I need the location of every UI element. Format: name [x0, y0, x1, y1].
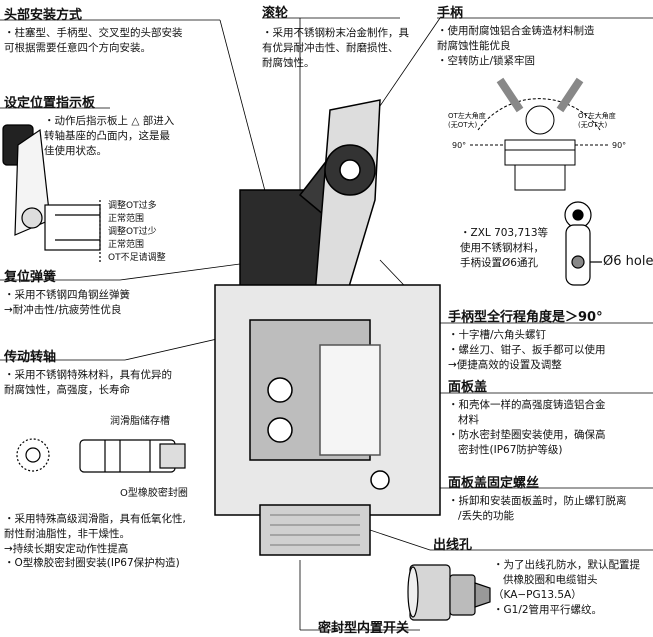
lever-desc: ・使用耐腐蚀铝合金铸造材料制造 耐腐蚀性能优良 ・空转防止/锁紧牢固: [437, 24, 652, 69]
shaft-line: 耐腐蚀性，高强度，长寿命: [4, 384, 130, 396]
switch-label: 密封型内置开关: [318, 621, 410, 636]
zxl-line: ・ZXL 703,713等: [460, 227, 548, 239]
shaft-line-2: →持续长期安定动作性提高: [4, 543, 129, 555]
indicator-legend-3: 调整OT过少: [108, 227, 157, 237]
roller-line: ・采用不锈钢粉末冶金制作，具: [262, 27, 409, 39]
head-mount-line: 可根据需要任意四个方向安装。: [4, 42, 151, 54]
cable-gland: [407, 564, 491, 621]
cable-line: （KA−PG13.5A）: [493, 589, 582, 601]
lever-title: 手柄: [437, 6, 464, 21]
hole-label: Ø6 hole: [603, 254, 653, 269]
angle-right-label: 90°: [612, 141, 627, 150]
cover-desc: ・和壳体一样的高强度铸造铝合金 材料 ・防水密封垫圈安装使用，确保高 密封性(I…: [448, 398, 648, 458]
indicator-desc: ・动作后指示板上 △ 部进入 转轴基座的凸面内，这是最 佳使用状态。: [44, 114, 214, 159]
roller-desc: ・采用不锈钢粉末冶金制作，具 有优异耐冲击性、耐磨损性、 耐腐蚀性。: [262, 26, 427, 71]
shaft-desc: ・采用不锈钢特殊材料，具有优异的 耐腐蚀性，高强度，长寿命: [4, 368, 204, 398]
zxl-desc: ・ZXL 703,713等 使用不锈钢材料， 手柄设置Ø6通孔: [460, 226, 570, 271]
switch-body: [214, 99, 441, 556]
cable-desc: ・为了出线孔防水，默认配置提 供橡胶圈和电缆钳头 （KA−PG13.5A） ・G…: [493, 558, 651, 618]
lever-stroke-line: ・螺丝刀、钳子、扳手都可以使用: [448, 344, 606, 356]
cable-line: ・G1/2管用平行螺纹。: [493, 604, 603, 616]
return-spring-line: →耐冲击性/抗疲劳性优良: [4, 304, 122, 316]
cover-screw-title: 面板盖固定螺丝: [448, 476, 540, 491]
zxl-line: 使用不锈钢材料，: [460, 242, 544, 254]
indicator-line: 转轴基座的凸面内，这是最: [44, 130, 170, 142]
lever-line: ・空转防止/锁紧牢固: [437, 55, 536, 67]
cover-line: ・和壳体一样的高强度铸造铝合金: [448, 399, 606, 411]
shaft-line-3: ・O型橡胶密封圈安装(IP67保护构造): [4, 557, 180, 569]
groove-label: 润滑脂储存槽: [110, 416, 170, 427]
lever-stroke-line: →便捷高效的设置及调整: [448, 359, 562, 371]
return-spring-title: 复位弹簧: [4, 270, 57, 285]
cable-line: ・为了出线孔防水，默认配置提: [493, 559, 640, 571]
roller-title: 滚轮: [262, 6, 289, 21]
cable-line: 供橡胶圈和电缆钳头: [503, 574, 598, 586]
roller-line: 有优异耐冲击性、耐磨损性、: [262, 42, 399, 54]
cover-line: ・防水密封垫圈安装使用，确保高: [448, 429, 606, 441]
zxl-lever-sketch: [564, 201, 602, 286]
indicator-line: ・动作后指示板上 △ 部进入: [44, 115, 175, 127]
return-spring-desc: ・采用不锈钢四角钢丝弹簧 →耐冲击性/抗疲劳性优良: [4, 288, 204, 318]
shaft-line: ・采用不锈钢特殊材料，具有优异的: [4, 369, 172, 381]
lever-angle-sketch: [470, 77, 610, 191]
indicator-legend-5: OT不足请调整: [108, 253, 166, 263]
lever-line: 耐腐蚀性能优良: [437, 40, 511, 52]
lever-stroke-desc: ・十字槽/六角头螺钉 ・螺丝刀、钳子、扳手都可以使用 →便捷高效的设置及调整: [448, 328, 648, 373]
cover-screw-line: /丢失的功能: [458, 510, 515, 522]
cable-title: 出线孔: [433, 538, 473, 553]
shaft-desc-3: ・O型橡胶密封圈安装(IP67保护构造): [4, 556, 219, 571]
shaft-line-2: 耐性耐油脂性，非干燥性。: [4, 528, 130, 540]
oring-label: O型橡胶密封圈: [120, 488, 188, 499]
cover-screw-line: ・拆卸和安装面板盖时，防止螺钉脱离: [448, 495, 627, 507]
lever-stroke-title: 手柄型全行程角度是＞90°: [448, 310, 603, 325]
indicator-legend-4: 正常范围: [108, 240, 145, 250]
shaft-line-2: ・采用特殊高级润滑脂，具有低氧化性,: [4, 513, 186, 525]
ot-left-label: OT左大角度 (无OT大): [448, 112, 486, 129]
angle-left-label: 90°: [452, 141, 467, 150]
indicator-line: 佳使用状态。: [44, 145, 107, 157]
cover-line: 材料: [458, 414, 479, 426]
shaft-sketch: [16, 438, 186, 473]
head-mount-desc: ・柱塞型、手柄型、交叉型的头部安装 可根据需要任意四个方向安装。: [4, 26, 224, 56]
cover-screw-desc: ・拆卸和安装面板盖时，防止螺钉脱离 /丢失的功能: [448, 494, 648, 524]
head-mount-line: ・柱塞型、手柄型、交叉型的头部安装: [4, 27, 183, 39]
indicator-title: 设定位置指示板: [4, 96, 96, 111]
indicator-legend-2: 正常范围: [108, 214, 145, 224]
shaft-desc-2: ・采用特殊高级润滑脂，具有低氧化性, 耐性耐油脂性，非干燥性。 →持续长期安定动…: [4, 512, 219, 557]
indicator-legend-1: 调整OT过多: [108, 201, 157, 211]
cover-title: 面板盖: [448, 380, 488, 395]
cover-line: 密封性(IP67防护等级): [458, 444, 563, 456]
roller-line: 耐腐蚀性。: [262, 57, 315, 69]
shaft-title: 传动转轴: [4, 350, 57, 365]
ot-right-label: OT左大角度 (无OT大): [578, 112, 616, 129]
lever-line: ・使用耐腐蚀铝合金铸造材料制造: [437, 25, 595, 37]
return-spring-line: ・采用不锈钢四角钢丝弹簧: [4, 289, 130, 301]
lever-stroke-line: ・十字槽/六角头螺钉: [448, 329, 547, 341]
indicator-lever-sketch: [2, 124, 101, 262]
zxl-line: 手柄设置Ø6通孔: [460, 257, 538, 269]
head-mount-title: 头部安装方式: [4, 8, 83, 23]
